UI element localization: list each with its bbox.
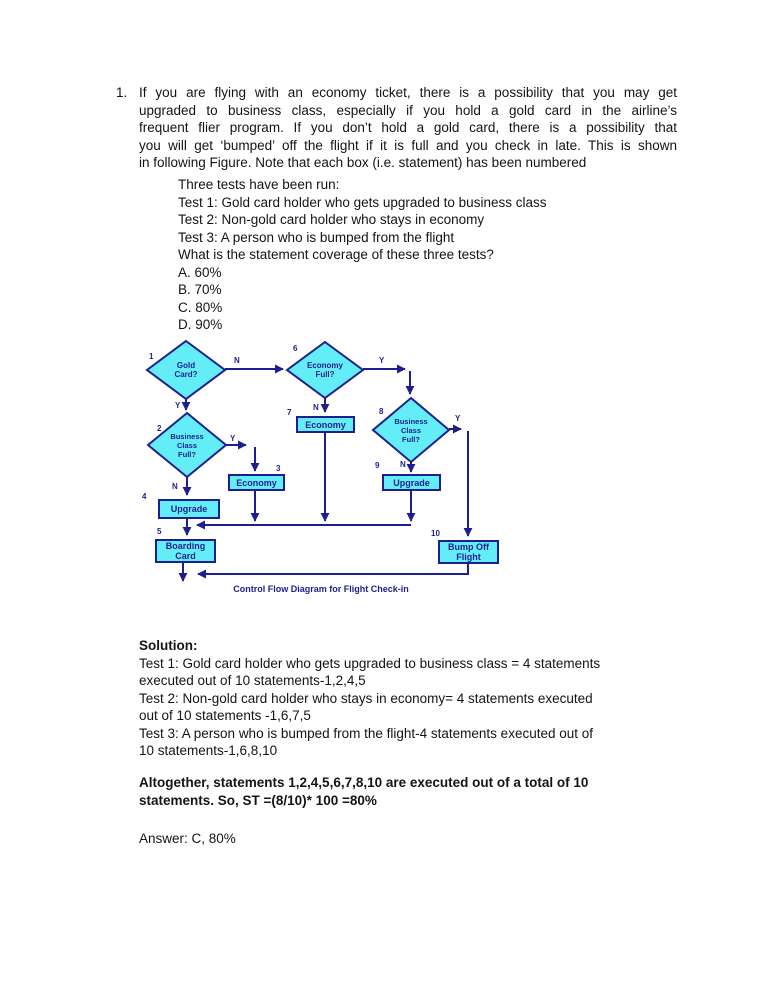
process-10-bump-off-flight-box: Bump Off Flight	[438, 540, 499, 564]
solution-line-2: executed out of 10 statements-1,2,4,5	[139, 673, 366, 688]
option-a: A. 60%	[178, 264, 222, 280]
conclusion-line-2: statements. So, ST =(8/10)* 100 =80%	[139, 792, 377, 808]
question-line-2: upgraded to business class, especially i…	[139, 102, 677, 118]
test-2-line: Test 2: Non-gold card holder who stays i…	[178, 212, 485, 227]
branch-label-bcf8-no: N	[400, 460, 406, 469]
statement-number-9: 9	[375, 461, 380, 470]
branch-label-econfull-yes: Y	[379, 356, 385, 365]
statement-number-7: 7	[287, 408, 292, 417]
answer-line: Answer: C, 80%	[139, 831, 236, 846]
solution-block: Solution: Test 1: Gold card holder who g…	[139, 637, 684, 760]
statement-number-4: 4	[142, 492, 147, 501]
branch-label-bcf2-yes: Y	[230, 434, 236, 443]
question-block: 1. If you are flying with an economy tic…	[116, 84, 677, 172]
process-3-economy-box: Economy	[228, 474, 285, 491]
question-line-1: If you are flying with an economy ticket…	[139, 85, 677, 100]
statement-number-8: 8	[379, 407, 384, 416]
question-prompt: What is the statement coverage of these …	[178, 247, 494, 262]
decision-1-gold-card-shape	[145, 339, 227, 401]
tests-run-line: Three tests have been run:	[178, 177, 340, 192]
solution-line-5: Test 3: A person who is bumped from the …	[139, 725, 594, 741]
edge-bumpoff-return	[197, 563, 469, 579]
process-9-upgrade-box: Upgrade	[382, 474, 441, 491]
branch-label-gold-yes: Y	[175, 401, 181, 410]
decision-2-business-class-full-label: Business Class Full?	[170, 431, 204, 459]
option-c: C. 80%	[178, 299, 223, 315]
decision-8-business-class-full-label: Business Class Full?	[394, 416, 428, 444]
conclusion-block: Altogether, statements 1,2,4,5,6,7,8,10 …	[139, 774, 684, 809]
conclusion-line-1: Altogether, statements 1,2,4,5,6,7,8,10 …	[139, 775, 589, 790]
process-4-upgrade-box: Upgrade	[158, 499, 220, 519]
question-line-3: frequent flier program. If you don’t hol…	[139, 120, 677, 135]
statement-number-3: 3	[276, 464, 281, 473]
statement-number-5: 5	[157, 527, 162, 536]
option-b: B. 70%	[178, 282, 222, 297]
solution-heading: Solution:	[139, 638, 198, 653]
solution-line-3: Test 2: Non-gold card holder who stays i…	[139, 690, 593, 706]
question-line-4: you will get ‘bumped’ off the flight if …	[139, 137, 677, 153]
decision-8-business-class-full-shape	[371, 396, 451, 464]
process-7-economy-box: Economy	[296, 416, 355, 433]
process-5-boarding-card-box: Boarding Card	[155, 539, 216, 563]
branch-label-bcf8-yes: Y	[455, 414, 461, 423]
test-3-line: Test 3: A person who is bumped from the …	[178, 229, 455, 245]
question-number: 1.	[116, 85, 128, 100]
statement-number-1: 1	[149, 352, 154, 361]
branch-label-bcf2-no: N	[172, 482, 178, 491]
question-line-5: in following Figure. Note that each box …	[139, 155, 587, 170]
decision-1-gold-card-label: Gold Card?	[174, 360, 198, 380]
decision-6-economy-full-label: Economy Full?	[306, 360, 343, 380]
branch-label-gold-no: N	[234, 356, 240, 365]
solution-line-6: 10 statements-1,6,8,10	[139, 743, 278, 758]
solution-line-1: Test 1: Gold card holder who gets upgrad…	[139, 655, 601, 671]
statement-number-6: 6	[293, 344, 298, 353]
decision-6-economy-full-shape	[285, 340, 365, 400]
statement-number-10: 10	[431, 529, 440, 538]
diagram-caption: Control Flow Diagram for Flight Check-in	[233, 584, 409, 594]
decision-2-business-class-full-shape	[146, 411, 228, 479]
question-sub-block: Three tests have been run: Test 1: Gold …	[178, 176, 658, 334]
solution-line-4: out of 10 statements -1,6,7,5	[139, 708, 311, 723]
test-1-line: Test 1: Gold card holder who gets upgrad…	[178, 194, 547, 210]
branch-label-econfull-no: N	[313, 403, 319, 412]
statement-number-2: 2	[157, 424, 162, 433]
option-d: D. 90%	[178, 317, 223, 332]
